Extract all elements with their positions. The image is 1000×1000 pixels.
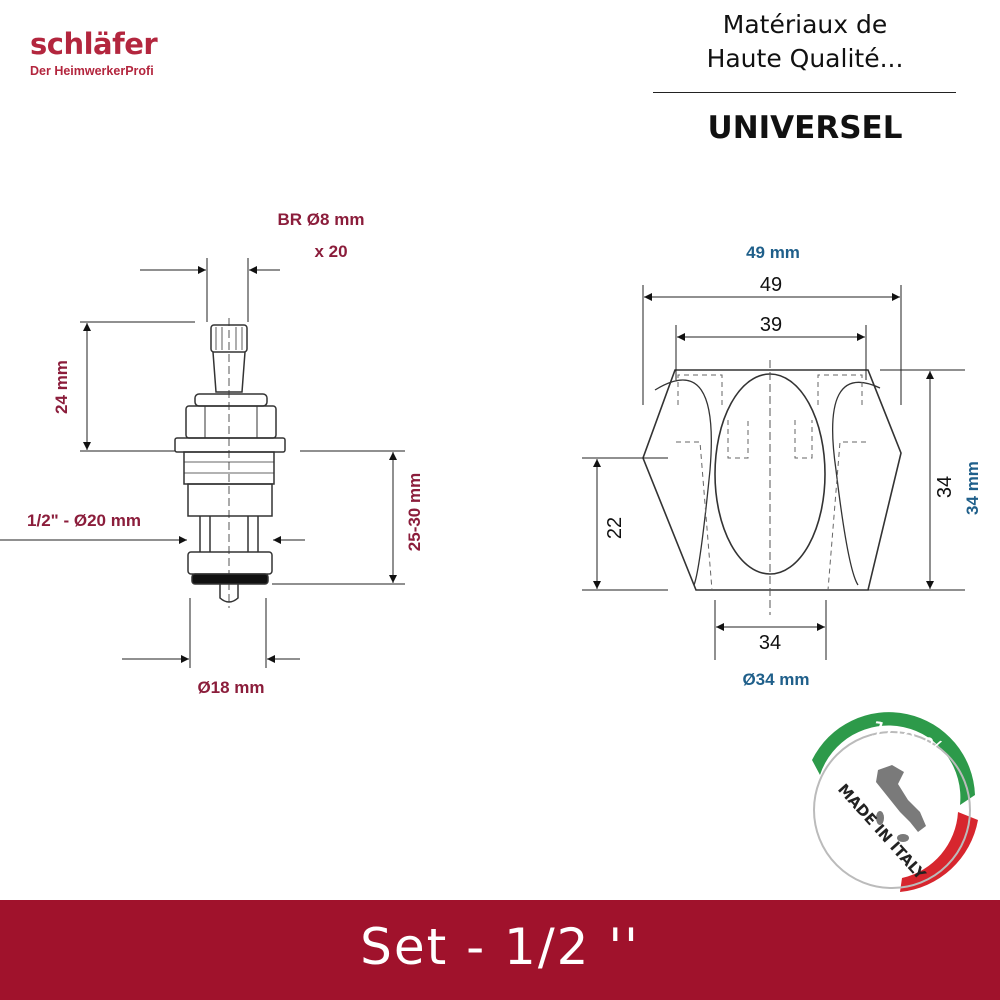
brand-logo: schläfer Der HeimwerkerProfi (30, 27, 158, 79)
header-divider (653, 92, 956, 93)
body-diameter-label: 1/2" - Ø20 mm (27, 511, 141, 530)
height-right-label: 34 (934, 476, 956, 498)
width-outer-label: 49 (760, 274, 782, 296)
handle-left-lobe (654, 379, 712, 586)
tagline-line-2: Haute Qualité... (706, 44, 904, 73)
cartridge-nut-top (194, 393, 268, 407)
handle-right-lobe (832, 381, 881, 586)
made-in-italy-badge: 100 % MADE IN ITALY (810, 712, 978, 892)
bottom-width-label: 34 (759, 632, 781, 654)
footer-text: Set - 1/2 '' (360, 918, 640, 976)
cartridge-flange (174, 437, 286, 453)
cartridge-tip (219, 584, 239, 603)
body-height-label: 25-30 mm (405, 473, 424, 551)
header-tagline: Matériaux de Haute Qualité... (655, 8, 955, 76)
cartridge-dimensions (0, 258, 405, 668)
splines-label: x 20 (314, 242, 347, 261)
cartridge-body (187, 483, 273, 517)
cartridge-base (187, 551, 273, 575)
cartridge-nut (185, 405, 277, 439)
footer-banner: Set - 1/2 '' (0, 900, 1000, 1000)
handle-width-label: 49 mm (746, 243, 800, 262)
cartridge-stem (212, 351, 246, 393)
width-inner-label: 39 (760, 314, 782, 336)
handle-diameter-label: Ø34 mm (742, 670, 809, 689)
height-left-label: 22 (604, 517, 626, 539)
thread-label: BR Ø8 mm (278, 210, 365, 229)
handle-height-label: 34 mm (963, 461, 982, 515)
header-subtitle: UNIVERSEL (707, 110, 903, 146)
base-diameter-label: Ø18 mm (197, 678, 264, 697)
stem-height-label: 24 mm (52, 360, 71, 414)
cartridge-stem-splines (210, 324, 248, 353)
handle-dimensions (582, 285, 965, 660)
technical-drawing: BR Ø8 mm x 20 24 mm 25-30 mm 1/2" - Ø20 … (0, 210, 982, 892)
cartridge-drawing (174, 318, 286, 608)
tagline-line-1: Matériaux de (722, 10, 888, 39)
brand-tagline: Der HeimwerkerProfi (30, 64, 154, 78)
brand-name: schläfer (30, 27, 158, 61)
handle-drawing (642, 360, 902, 615)
cartridge-seal (191, 573, 269, 585)
